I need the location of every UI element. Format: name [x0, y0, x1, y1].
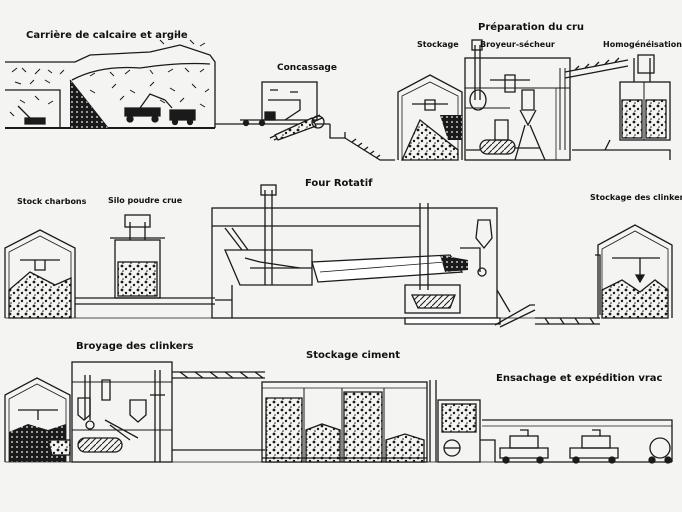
label-stockage-clinkers: Stockage des clinkers — [590, 193, 682, 202]
label-silo-poudre-crue: Silo poudre crue — [108, 196, 183, 205]
label-stockage-ciment: Stockage ciment — [306, 350, 401, 361]
crusher — [215, 81, 346, 141]
label-ensachage: Ensachage et expédition vrac — [496, 373, 663, 384]
quarry — [5, 32, 216, 129]
raw-stockage — [397, 74, 463, 161]
label-stockage: Stockage — [417, 40, 459, 49]
label-broyage-clinkers: Broyage des clinkers — [76, 341, 194, 352]
cement-mill-building — [71, 361, 173, 463]
homogenisation-silo — [572, 54, 671, 160]
cement-silos — [261, 380, 437, 463]
bagging-shipping — [482, 419, 673, 464]
rotary-kiln — [211, 184, 511, 325]
raw-mill-building — [464, 39, 571, 161]
label-concassage: Concassage — [277, 63, 337, 73]
label-preparation: Préparation du cru — [478, 22, 585, 33]
label-homogeneisation: Homogénéisation — [603, 40, 682, 49]
clinker-grinding-store — [4, 377, 71, 462]
label-carriere: Carrière de calcaire et argile — [26, 30, 188, 41]
raw-meal-silo — [110, 214, 165, 299]
clinker-store — [595, 224, 673, 319]
label-broyeur-secheur: Broyeur-sécheur — [480, 40, 555, 49]
label-stock-charbons: Stock charbons — [17, 197, 87, 206]
bagging-silo — [437, 399, 496, 463]
coal-store — [4, 229, 215, 319]
label-four-rotatif: Four Rotatif — [305, 178, 373, 189]
